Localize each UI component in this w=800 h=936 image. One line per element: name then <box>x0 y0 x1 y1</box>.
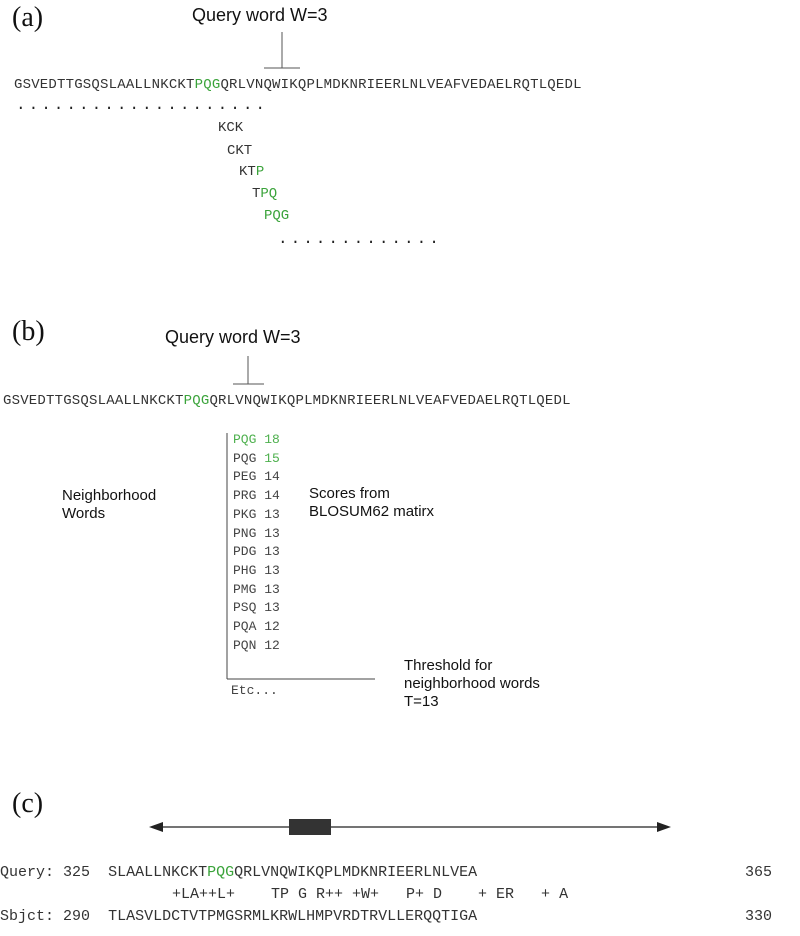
panel-a-dots-bottom: ............. <box>278 230 442 248</box>
subject-label: Sbjct: <box>0 908 55 925</box>
neighborhood-word-row: PQG 18 <box>233 432 280 447</box>
panel-c-label: (c) <box>12 788 44 819</box>
panel-a-dots-top: .................... <box>16 96 269 114</box>
panel-b-query-word-caption: Query word W=3 <box>165 327 301 347</box>
panel-b-seq-before: GSVEDTTGSQSLAALLNKCKT <box>3 393 184 409</box>
panel-b-label: (b) <box>12 316 45 347</box>
scores-label: Scores from BLOSUM62 matirx <box>309 485 435 520</box>
panel-a-sequence: GSVEDTTGSQSLAALLNKCKTPQGQRLVNQWIKQPLMDKN… <box>14 77 582 93</box>
neighborhood-word-row: PQG 15 <box>233 450 280 466</box>
sliding-word: PQG <box>264 208 290 224</box>
panel-b-seq-after: QRLVNQWIKQPLMDKNRIEERLNLVEAFVEDAELRQTLQE… <box>209 393 571 409</box>
sliding-word: TPQ <box>252 186 278 202</box>
alignment-subject-row: Sbjct: 290 TLASVLDCTVTPMGSRMLKRWLHMPVRDT… <box>0 908 478 925</box>
neighborhood-word-row: PRG 14 <box>233 488 280 504</box>
neighborhood-word-row: PQN 12 <box>233 637 280 653</box>
panel-a-seq-after: QRLVNQWIKQPLMDKNRIEERLNLVEAFVEDAELRQTLQE… <box>220 77 582 93</box>
neighborhood-word-row: PHG 13 <box>233 562 280 578</box>
query-end: 365 <box>745 864 773 881</box>
sliding-word: KTP <box>239 164 265 180</box>
neighborhood-word-row: PNG 13 <box>233 525 280 541</box>
panel-a-seq-before: GSVEDTTGSQSLAALLNKCKT <box>14 77 195 93</box>
threshold-label: Threshold for neighborhood words T=13 <box>404 657 540 710</box>
query-label: Query: <box>0 864 55 881</box>
neighborhood-word-row: PDG 13 <box>233 544 280 560</box>
neighborhood-words-label: Neighborhood Words <box>62 487 157 522</box>
neighborhood-word-row: PEG 14 <box>233 469 280 485</box>
alignment-query-row: Query: 325 SLAALLNKCKTPQGQRLVNQWIKQPLMDK… <box>0 864 478 881</box>
panel-a-seq-highlight: PQG <box>194 77 221 93</box>
sliding-word: CKT <box>227 143 253 159</box>
neighborhood-word-row: PSQ 13 <box>233 600 280 616</box>
neighborhood-word-list: PQG 18 PQG 15 PEG 14 PRG 14 PKG 13 PNG 13 PDG … <box>233 431 280 655</box>
neighborhood-word-row: PMG 13 <box>233 581 280 597</box>
neighborhood-word-row: PQA 12 <box>233 619 280 635</box>
subject-end: 330 <box>745 908 773 925</box>
panel-b-sequence: GSVEDTTGSQSLAALLNKCKTPQGQRLVNQWIKQPLMDKN… <box>3 393 571 409</box>
panel-a-query-word-caption: Query word W=3 <box>192 5 328 25</box>
sliding-word: KCK <box>218 120 244 136</box>
seed-word-box <box>289 819 331 835</box>
subject-start: 290 <box>63 908 91 925</box>
panel-a-label: (a) <box>12 2 44 33</box>
alignment-match-row: +LA++L+ TP G R++ +W+ P+ D + ER + A <box>172 886 569 903</box>
etc-label: Etc... <box>231 683 278 698</box>
neighborhood-word-row: PKG 13 <box>233 506 280 522</box>
panel-b-seq-highlight: PQG <box>183 393 210 409</box>
query-start: 325 <box>63 864 91 881</box>
